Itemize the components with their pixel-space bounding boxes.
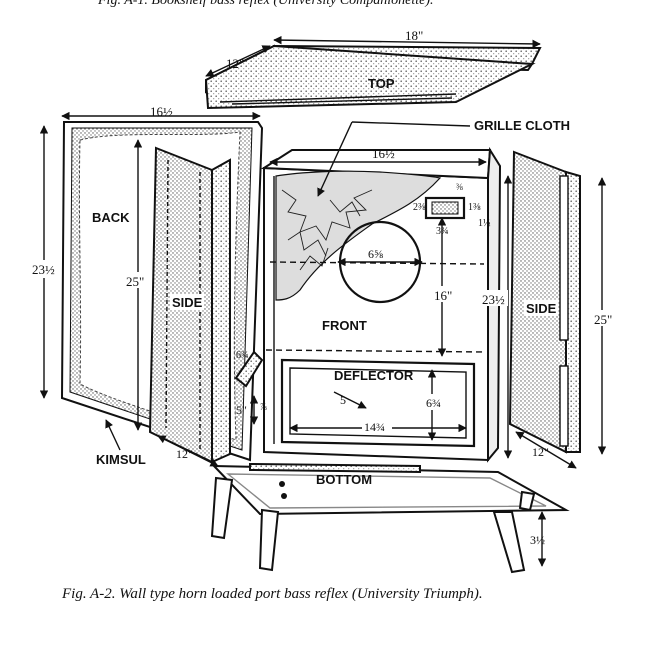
label-top: TOP bbox=[368, 76, 395, 91]
header-caption: Fig. A-1. Bookshelf bass reflex (Univers… bbox=[97, 0, 434, 8]
label-back: BACK bbox=[92, 210, 130, 225]
dim-right-side-height: 25" bbox=[594, 312, 612, 327]
dim-side-5: 5" bbox=[236, 403, 247, 417]
right-bottom-dim bbox=[515, 431, 577, 469]
label-kimsul: KIMSUL bbox=[96, 452, 146, 467]
kimsul-leader bbox=[105, 419, 121, 451]
label-left-side: SIDE bbox=[172, 295, 203, 310]
dim-deflector-width: 14¾ bbox=[364, 420, 385, 434]
bottom-panel bbox=[211, 462, 570, 516]
figure-caption: Fig. A-2. Wall type horn loaded port bas… bbox=[61, 586, 483, 602]
deflector-5-dim bbox=[333, 391, 367, 409]
dim-front-16: 16" bbox=[434, 288, 452, 303]
top-dimension-width bbox=[273, 35, 541, 49]
front-panel bbox=[260, 146, 502, 463]
dim-port-gap: ⅜ bbox=[456, 182, 463, 192]
dim-speaker: 6⅝ bbox=[368, 247, 383, 261]
dim-deflector-height: 6¾ bbox=[426, 396, 441, 410]
dim-front-height: 23½ bbox=[482, 292, 505, 307]
legs bbox=[210, 476, 536, 574]
dim-back-height: 23½ bbox=[32, 262, 55, 277]
dim-top-depth: 12" bbox=[226, 56, 244, 71]
top-dimension-depth bbox=[205, 45, 271, 77]
label-deflector: DEFLECTOR bbox=[334, 368, 414, 383]
grille-leader bbox=[351, 121, 471, 127]
dim-back-width: 16½ bbox=[150, 104, 173, 119]
deflector-board bbox=[234, 350, 264, 388]
label-grille-cloth: GRILLE CLOTH bbox=[474, 118, 570, 133]
dim-front-width: 16½ bbox=[372, 146, 395, 161]
dim-left-side-height: 25" bbox=[126, 274, 144, 289]
dim-port-right: 1½ bbox=[478, 218, 491, 229]
dim-deflector-5: 5 bbox=[340, 393, 346, 407]
dim-port-side: 2⅜ bbox=[413, 202, 426, 213]
dim-right-bottom: 12" bbox=[532, 445, 549, 459]
dim-bottom-12-left: 12" bbox=[176, 447, 193, 461]
dim-leg-height: 3½ bbox=[530, 533, 545, 547]
dim-side-angle: 6¾ bbox=[236, 350, 249, 361]
dim-port-height: 1⅜ bbox=[468, 202, 481, 213]
label-bottom: BOTTOM bbox=[316, 472, 372, 487]
dim-side-small: ⅞ bbox=[260, 402, 267, 412]
label-right-side: SIDE bbox=[526, 301, 557, 316]
dim-top-width: 18" bbox=[405, 28, 423, 43]
dim-port-width: 3¾ bbox=[436, 226, 449, 237]
label-front: FRONT bbox=[322, 318, 367, 333]
bottom-12-dim bbox=[157, 435, 219, 467]
